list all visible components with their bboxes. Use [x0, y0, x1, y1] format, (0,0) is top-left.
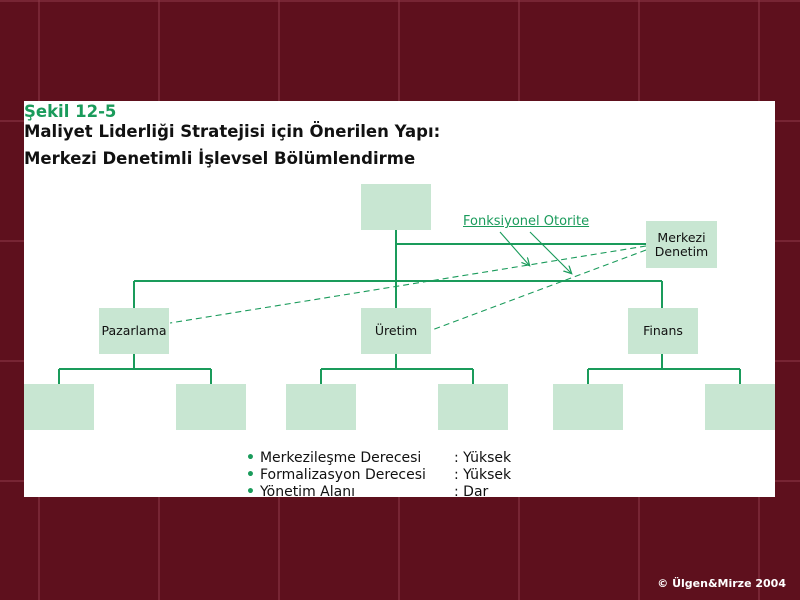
finance-sub-box-2 [705, 384, 775, 430]
production-label: Üretim [374, 323, 418, 338]
production-box [361, 308, 431, 354]
marketing-label: Pazarlama [101, 323, 167, 338]
bullet-span-of-control: • Yönetim Alanı : Dar [246, 484, 488, 497]
bullet-label: Merkezileşme Derecesi [259, 450, 422, 466]
central-control-label-line1: Merkezi [657, 229, 706, 245]
bullet-dot: • [246, 484, 255, 497]
finance-label: Finans [643, 323, 683, 338]
marketing-box [99, 308, 169, 354]
dashed-authority-production [431, 249, 647, 331]
production-sub-box-1 [286, 384, 356, 430]
production-sub-box-2 [438, 384, 508, 430]
annotation-arrow-2 [529, 231, 571, 273]
central-control-label: Merkezi Denetim [646, 221, 717, 268]
finance-sub-box-1 [553, 384, 623, 430]
figure-number: Şekil 12-5 [24, 102, 117, 121]
top-executive-box [361, 184, 431, 230]
central-control-label-line2: Denetim [654, 243, 709, 259]
marketing-sub-box-1 [24, 384, 94, 430]
bullet-formalization: •Formalizasyon Derecesi : Yüksek [246, 467, 511, 483]
marketing-sub-box-2 [176, 384, 246, 430]
copyright-text: © Ülgen&Mirze 2004 [657, 577, 786, 590]
annotation-arrow-1 [499, 231, 529, 265]
bullet-dot: • [246, 450, 255, 466]
dashed-authority-marketing [169, 245, 647, 324]
central-control-box [646, 221, 717, 268]
bullet-label: Yönetim Alanı [259, 484, 355, 497]
bullet-value: : Yüksek [454, 467, 512, 483]
figure-panel: Şekil 12-5 Maliyet Liderliği Stratejisi … [24, 101, 775, 497]
functional-authority-annotation: Fonksiyonel Otorite [463, 214, 590, 229]
bullet-dot: • [246, 467, 255, 483]
finance-box [628, 308, 698, 354]
org-chart-connectors [58, 230, 741, 384]
bullet-value: : Dar [454, 484, 489, 497]
bullet-label: Formalizasyon Derecesi [259, 467, 426, 483]
bullet-value: : Yüksek [454, 450, 512, 466]
bullet-centralization: •Merkezileşme Derecesi : Yüksek [246, 450, 511, 466]
figure-title-line2: Merkezi Denetimli İşlevsel Bölümlendirme [24, 149, 416, 168]
figure-title-line1: Maliyet Liderliği Stratejisi için Öneril… [24, 122, 441, 141]
